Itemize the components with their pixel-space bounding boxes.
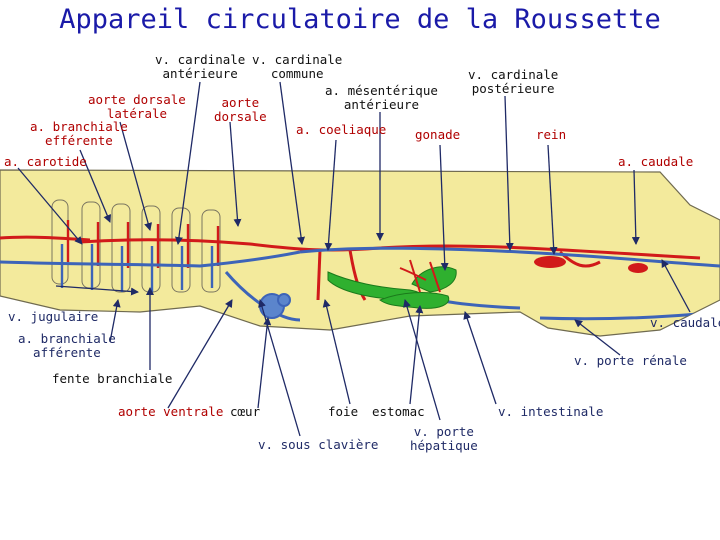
label-v-intestinale: v. intestinale — [498, 404, 604, 419]
heart — [259, 293, 291, 319]
label-coeur: cœur — [230, 404, 261, 419]
gill-vessels — [60, 220, 220, 292]
label-v-sous-claviere: v. sous clavière — [258, 437, 379, 452]
label-v-cardinale-posterieure: v. cardinale postérieure — [468, 67, 559, 96]
label-pointers — [17, 81, 691, 437]
label-v-cardinale-commune: v. cardinale commune — [252, 52, 343, 81]
label-foie: foie — [328, 404, 359, 419]
label-rein: rein — [536, 127, 567, 142]
label-a-caudale: a. caudale — [618, 154, 694, 169]
label-v-porte-renale: v. porte rénale — [574, 353, 687, 368]
label-v-jugulaire: v. jugulaire — [8, 309, 99, 324]
label-estomac: estomac — [372, 404, 425, 419]
label-aorte-dorsale: aorte dorsale — [214, 95, 267, 124]
intestine — [399, 259, 441, 293]
liver-and-gut — [327, 266, 457, 309]
shark-body — [0, 169, 720, 337]
label-fente-branchiale: fente branchiale — [52, 371, 173, 386]
kidney-vessels — [534, 256, 648, 273]
label-a-carotide: a. carotide — [4, 154, 87, 169]
label-aorte-dorsale-laterale: aorte dorsale latérale — [88, 92, 186, 121]
diagram-title: Appareil circulatoire de la Roussette — [59, 4, 661, 35]
label-v-caudale: v. caudale — [650, 315, 720, 330]
label-a-mesenterique-anterieure: a. mésentérique antérieure — [325, 83, 438, 112]
label-gonade: gonade — [415, 127, 461, 142]
label-a-coeliaque: a. coeliaque — [296, 122, 387, 137]
label-a-branchiale-afferente: a. branchiale afférente — [18, 331, 116, 360]
label-v-cardinale-anterieure: v. cardinale antérieure — [155, 52, 246, 81]
label-aorte-ventrale: aorte ventrale — [118, 404, 224, 419]
label-a-branchiale-efferente: a. branchiale efférente — [30, 119, 128, 148]
label-v-porte-hepatique: v. porte hépatique — [410, 424, 478, 453]
